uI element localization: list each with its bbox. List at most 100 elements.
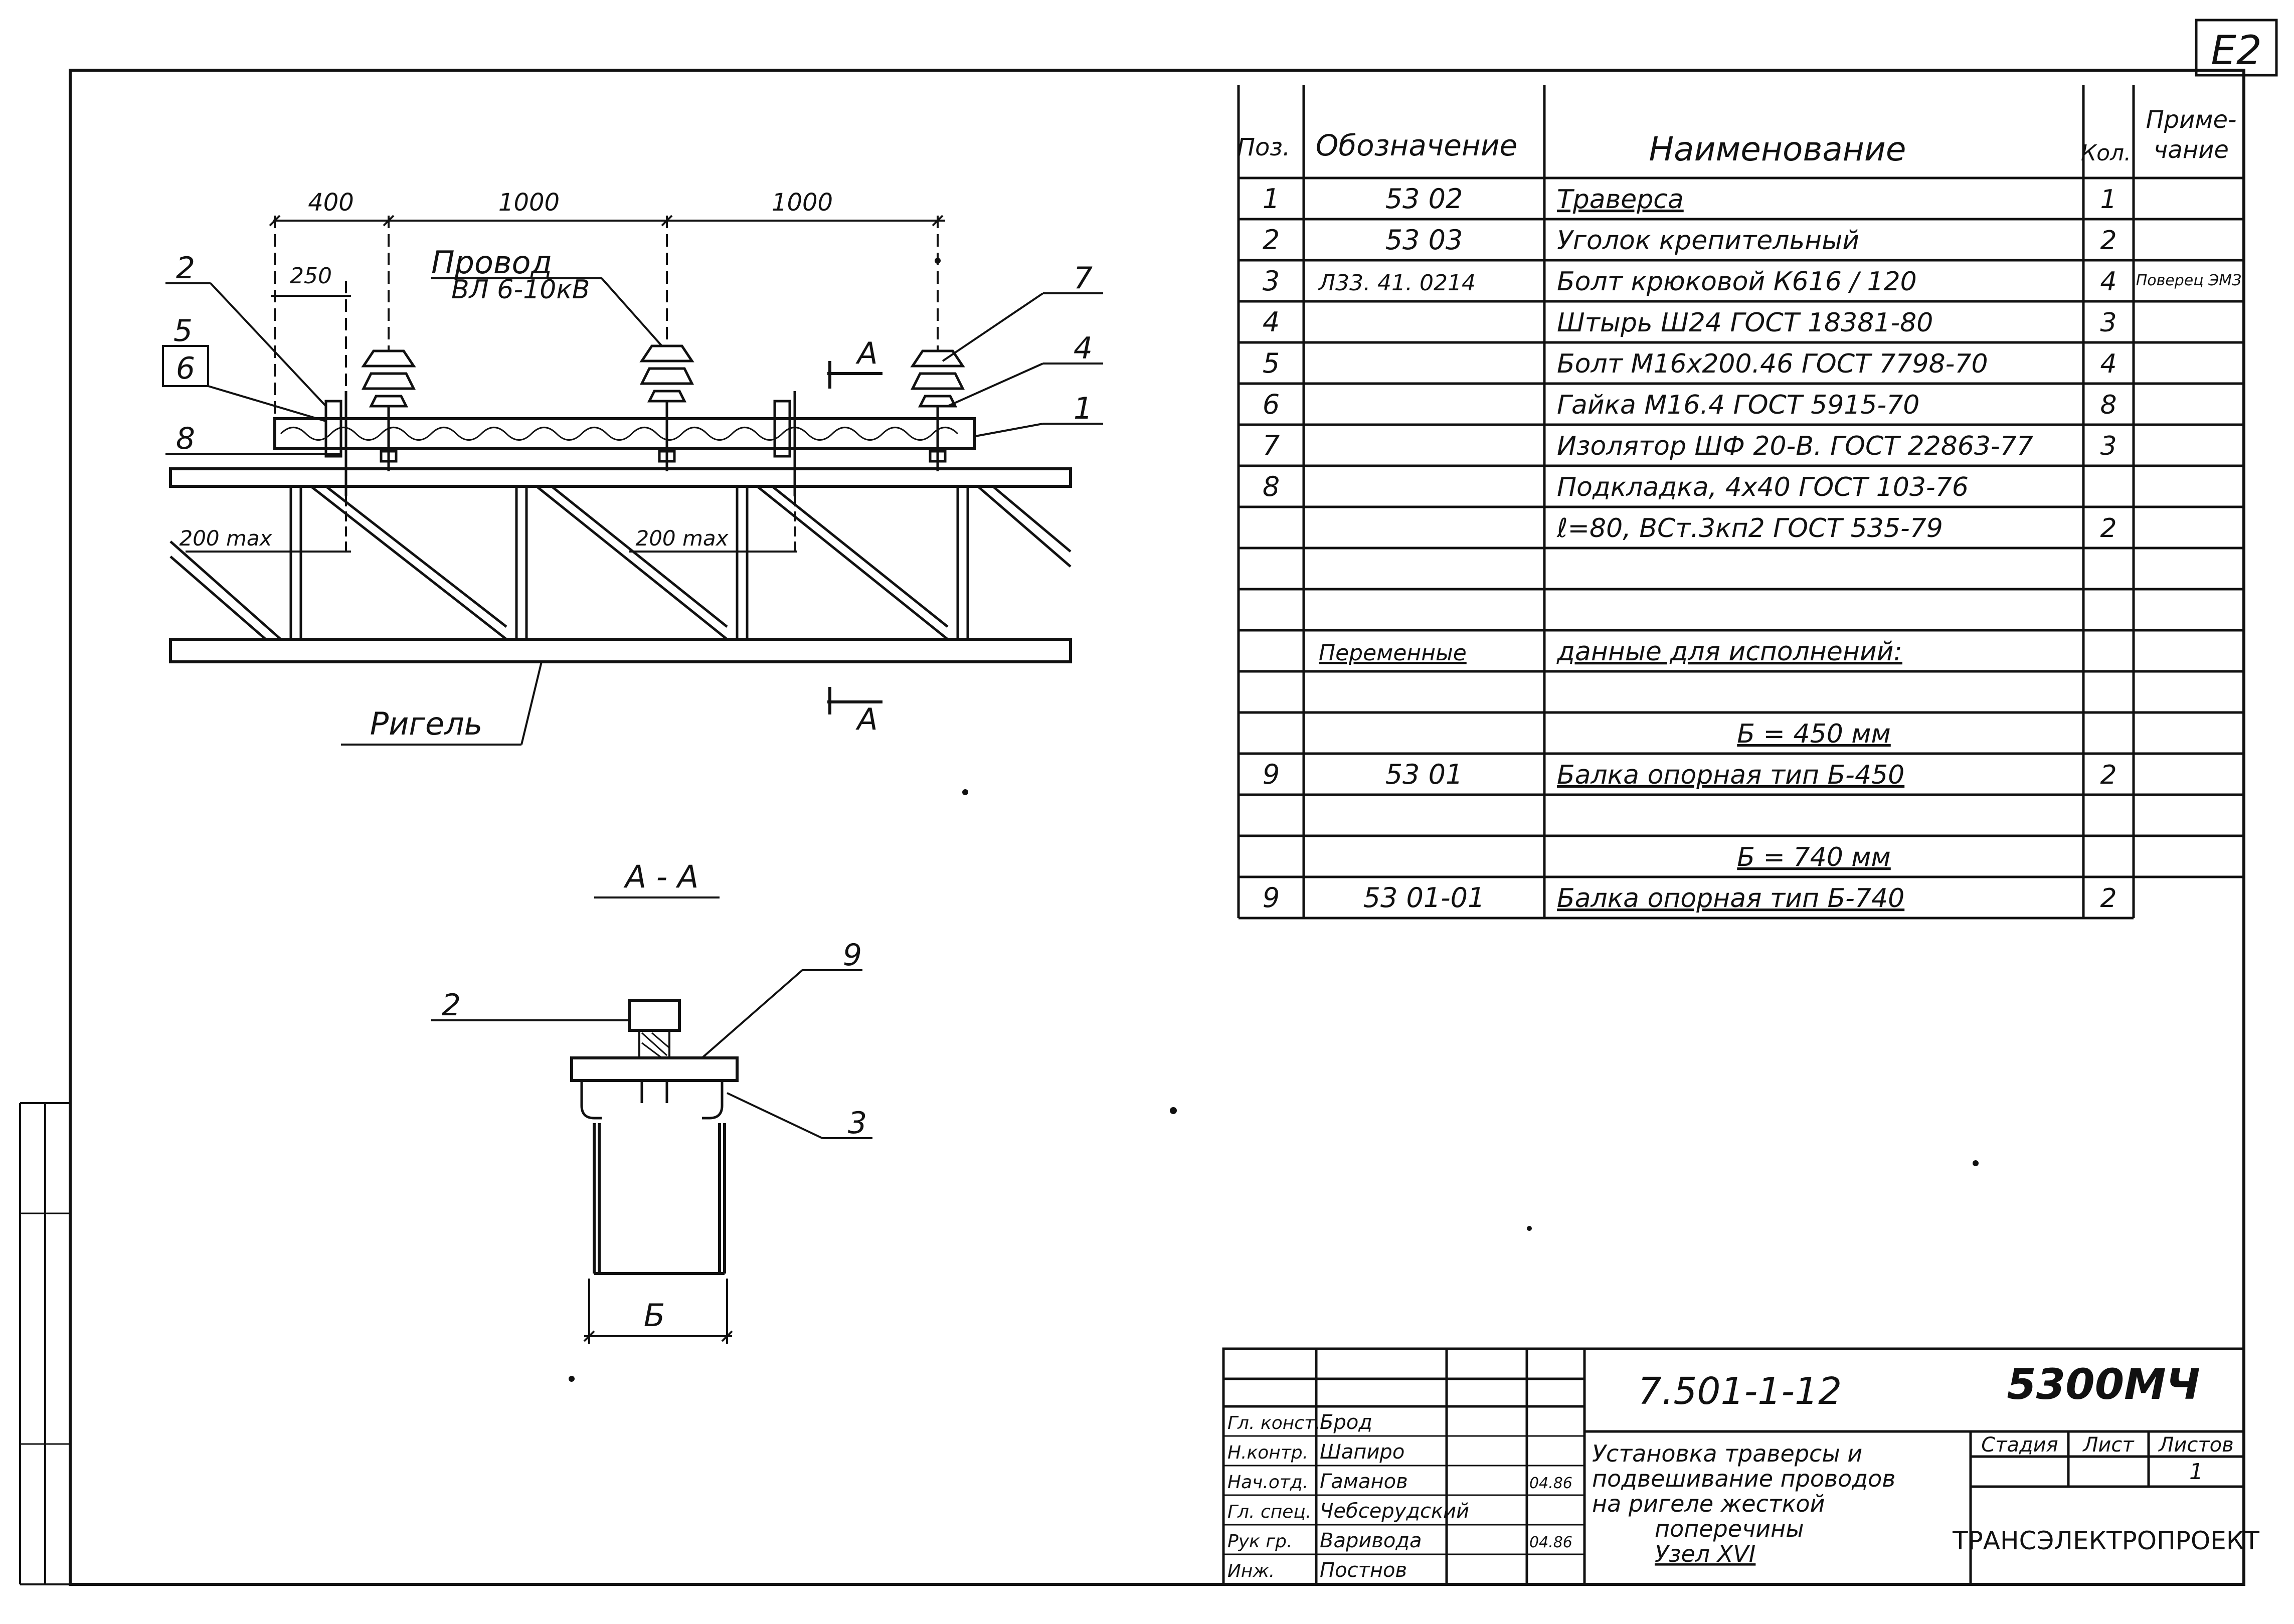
- spec-row-qty: 8: [2100, 390, 2116, 420]
- title-role-role: Н.контр.: [1227, 1442, 1308, 1463]
- section-callout-2: 2: [442, 988, 461, 1023]
- spec-row-code: 53 01-01: [1363, 882, 1485, 914]
- title-role-date: 04.86: [1529, 1475, 1572, 1492]
- truss-verticals: [289, 486, 969, 639]
- section-hatch-lines: [641, 1032, 670, 1059]
- section-title: А - А: [623, 858, 699, 895]
- section-angle-top: [628, 999, 681, 1032]
- spec-row-pos: 4: [1263, 306, 1280, 338]
- spec-row-code: Л33. 41. 0214: [1318, 270, 1476, 296]
- title-description-line: подвешивание проводов: [1592, 1465, 1895, 1492]
- insulators: [361, 344, 965, 471]
- spec-row-name: ℓ=80, ВСт.3кп2 ГОСТ 535-79: [1556, 513, 1943, 544]
- section-marks: [827, 361, 883, 714]
- spec-row-name: Б = 450 мм: [1737, 719, 1891, 749]
- spec-row-qty: 2: [2100, 760, 2116, 790]
- spec-row-pos: 8: [1263, 471, 1280, 502]
- title-role-role: Гл. спец.: [1227, 1502, 1311, 1522]
- dim-400-label: 400: [308, 189, 354, 217]
- callout-1: 1: [1074, 391, 1093, 426]
- section-callout-9: 9: [843, 938, 862, 973]
- callout-8: 8: [176, 421, 195, 456]
- title-description-line: на ригеле жесткой: [1592, 1490, 1825, 1517]
- spec-row-name: Балка опорная тип Б-450: [1557, 760, 1904, 790]
- spec-row-code: 53 02: [1385, 183, 1463, 215]
- beam-label-leader: [341, 661, 543, 746]
- sheet-code: 5300МЧ: [2007, 1360, 2200, 1409]
- section-hook-bolts: [580, 1080, 724, 1120]
- spec-row-name: Траверса: [1557, 185, 1684, 215]
- section-support-legs: [593, 1123, 726, 1275]
- spec-row-name: Штырь Ш24 ГОСТ 18381-80: [1557, 308, 1933, 338]
- title-role-name: Варивода: [1320, 1529, 1422, 1552]
- title-role-role: Инж.: [1227, 1561, 1275, 1581]
- spec-row-name: Болт крюковой К616 / 120: [1557, 267, 1917, 297]
- sheet-corner-label: E2: [2211, 27, 2261, 74]
- corner-box: [2195, 19, 2278, 77]
- title-role-role: Рук гр.: [1227, 1531, 1292, 1552]
- spec-row-note: Поверец ЭМЗ: [2136, 272, 2242, 289]
- section-callout-leaders: [431, 969, 872, 1139]
- spec-row-pos: 9: [1263, 882, 1280, 914]
- specification-table: Поз. Обозначение Наименование Кол. Приме…: [1237, 85, 2244, 920]
- truss-bottom-chord: [169, 638, 1072, 663]
- callout-7: 7: [1074, 261, 1093, 296]
- spec-row-qty: 2: [2100, 883, 2116, 914]
- spec-row-name: Подкладка, 4х40 ГОСТ 103-76: [1557, 472, 1969, 502]
- title-role-role: Гл. конст.: [1227, 1413, 1320, 1433]
- dim-200-label-a: 200 max: [179, 526, 272, 551]
- section-width-dimension: [583, 1279, 733, 1344]
- spec-row-code: 53 01: [1385, 759, 1463, 790]
- spec-row-qty: 3: [2100, 308, 2116, 338]
- title-block-roles: Гл. конст.БродН.контр.ШапироНач.отд.Гама…: [1227, 1411, 1572, 1582]
- spec-row-pos: 7: [1263, 430, 1280, 461]
- wood-grain-hatch: [280, 427, 959, 441]
- title-block: 7.501-1-12 5300МЧ Гл. конст.БродН.контр.…: [1222, 1347, 2259, 1586]
- dim-200-lines: [186, 496, 797, 557]
- spec-row-name: Болт М16х200.46 ГОСТ 7798-70: [1557, 349, 1988, 379]
- spec-header-name: Наименование: [1649, 130, 1906, 168]
- section-width-label: Б: [644, 1297, 665, 1334]
- right-callout-leaders: [942, 292, 1103, 437]
- section-support-plate: [570, 1056, 739, 1082]
- title-role-name: Шапиро: [1320, 1440, 1404, 1464]
- spec-table-grid: [1237, 85, 2244, 920]
- title-role-role: Нач.отд.: [1227, 1472, 1308, 1493]
- spec-row-name: Изолятор ШФ 20-В. ГОСТ 22863-77: [1557, 431, 2033, 461]
- spec-row-qty: 3: [2100, 431, 2116, 461]
- wire-leader: [601, 277, 663, 347]
- spec-row-code: Переменные: [1319, 640, 1467, 666]
- spec-header-pos: Поз.: [1237, 133, 1290, 161]
- truss-top-chord: [169, 467, 1072, 488]
- title-role-date: 04.86: [1529, 1534, 1572, 1551]
- title-description-line: Узел XVI: [1655, 1540, 1755, 1567]
- callout-2: 2: [176, 251, 195, 286]
- spec-row-pos: 9: [1263, 759, 1280, 790]
- spec-row-qty: 4: [2100, 349, 2116, 379]
- spec-row-name: данные для исполнений:: [1556, 637, 1902, 667]
- beam-label: Ригель: [370, 705, 483, 742]
- title-description-line: Установка траверсы и: [1592, 1440, 1862, 1467]
- callout-5: 5: [173, 313, 193, 348]
- section-mark-bottom: А: [855, 702, 877, 737]
- title-role-name: Брод: [1320, 1411, 1372, 1434]
- callout-4: 4: [1074, 331, 1093, 366]
- traverse-beam: [273, 417, 976, 450]
- top-dimension-line: [269, 215, 945, 416]
- spec-row-pos: 1: [1263, 183, 1280, 215]
- spec-row-name: Балка опорная тип Б-740: [1557, 883, 1904, 914]
- spec-row-qty: 2: [2100, 226, 2116, 256]
- title-description-line: поперечины: [1655, 1515, 1804, 1542]
- spec-row-qty: 2: [2100, 513, 2116, 544]
- dim-1000-label-a: 1000: [498, 189, 560, 217]
- spec-row-pos: 2: [1263, 224, 1280, 256]
- spec-row-code: 53 03: [1385, 224, 1463, 256]
- spec-row-pos: 3: [1263, 265, 1280, 297]
- title-block-role-lines: [1223, 1435, 1584, 1555]
- sheet-frame: [69, 69, 2245, 1586]
- dim-250-label: 250: [290, 263, 332, 289]
- spec-row-pos: 6: [1263, 389, 1280, 420]
